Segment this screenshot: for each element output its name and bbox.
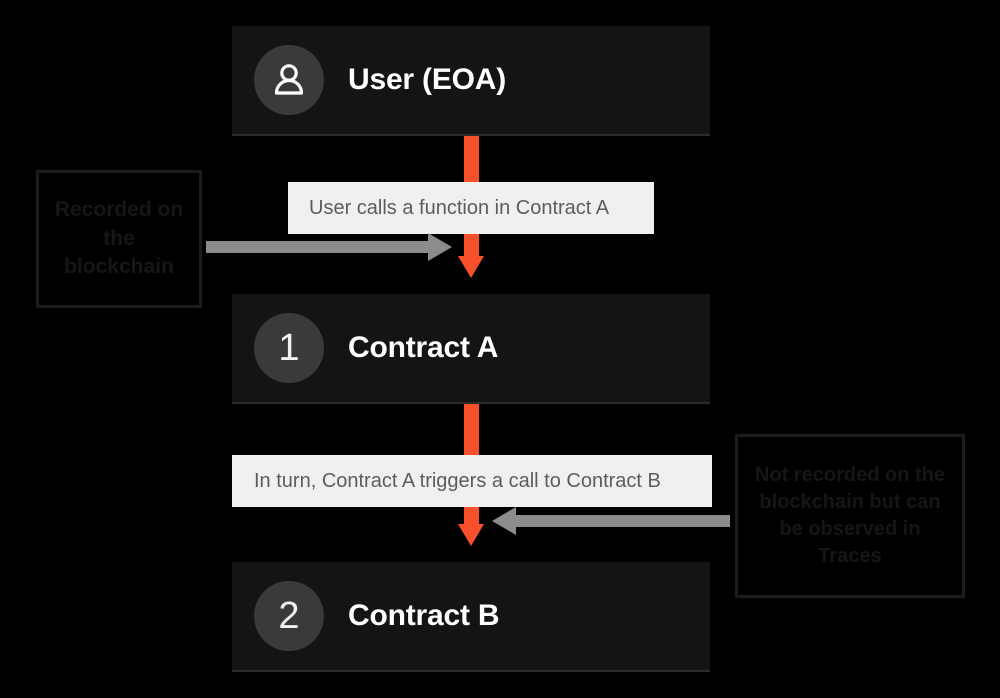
node-contract-b-label: Contract B: [348, 599, 500, 632]
node-contract-a[interactable]: 1 Contract A: [232, 294, 710, 404]
annotation-arrow-left: [206, 233, 452, 261]
node-contract-b[interactable]: 2 Contract B: [232, 562, 710, 672]
flow-arrowhead-contract-a: [458, 256, 484, 278]
edge-label-contract-a-to-contract-b: In turn, Contract A triggers a call to C…: [232, 455, 712, 507]
node-user[interactable]: User (EOA): [232, 26, 710, 136]
node-contract-a-label: Contract A: [348, 331, 499, 364]
edge-label-user-to-contract-a: User calls a function in Contract A: [288, 182, 654, 234]
step-number-badge-1: 1: [254, 313, 324, 383]
flow-arrowhead-contract-b: [458, 524, 484, 546]
annotation-arrow-right: [492, 507, 730, 535]
node-user-label: User (EOA): [348, 63, 507, 96]
person-icon: [254, 45, 324, 115]
annotation-not-recorded-traces: Not recorded on the blockchain but can b…: [735, 434, 965, 598]
step-number-badge-2: 2: [254, 581, 324, 651]
annotation-recorded-on-blockchain: Recorded on the blockchain: [36, 170, 202, 308]
